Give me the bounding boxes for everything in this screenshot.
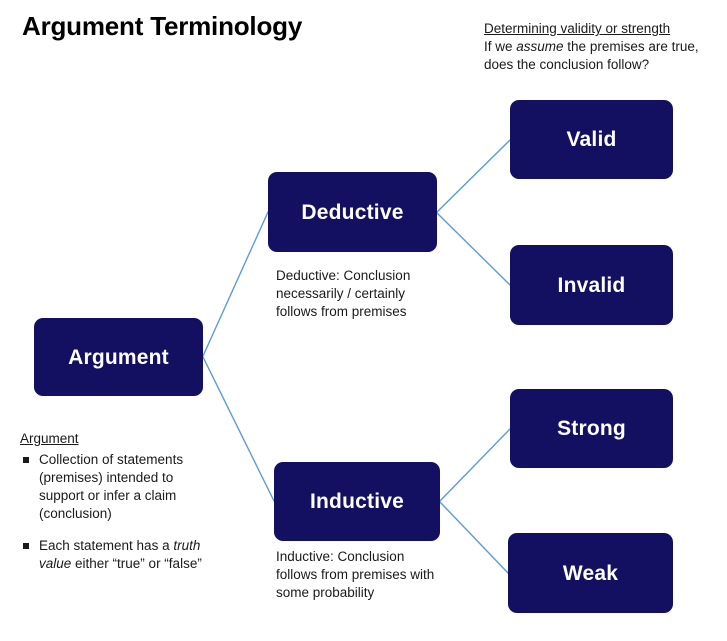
node-deductive-label: Deductive: [301, 200, 404, 224]
node-deductive[interactable]: Deductive: [268, 172, 437, 252]
note-determining-validity: Determining validity or strength If we a…: [484, 20, 724, 73]
list-item: Each statement has a truth value either …: [20, 537, 210, 573]
list-item-emphasis: truth value: [39, 538, 201, 572]
node-valid[interactable]: Valid: [510, 100, 673, 179]
argument-definition-list: Collection of statements (premises) inte…: [20, 451, 210, 573]
edge-inductive-strong: [439, 428, 511, 502]
note-validity-line2-before: If we: [484, 38, 517, 54]
node-inductive-label: Inductive: [310, 490, 404, 513]
square-bullet-icon: [23, 457, 29, 464]
list-item-text: Collection of statements (premises) inte…: [39, 452, 184, 522]
square-bullet-icon: [23, 543, 29, 550]
node-argument[interactable]: Argument: [34, 318, 203, 396]
list-item-text-before: Each statement has a: [39, 538, 174, 554]
list-item-text: Each statement has a truth value either …: [39, 538, 202, 571]
edge-argument-inductive: [202, 356, 275, 502]
page-title: Argument Terminology: [22, 11, 303, 41]
argument-definition-heading: Argument: [20, 431, 79, 446]
node-inductive[interactable]: Inductive: [274, 462, 440, 541]
note-validity-body: If we assume the premises are true, does…: [484, 38, 724, 74]
note-validity-heading: Determining validity or strength: [484, 21, 671, 36]
node-strong[interactable]: Strong: [510, 389, 673, 468]
node-invalid-label: Invalid: [557, 273, 626, 297]
node-valid-label: Valid: [566, 128, 617, 151]
list-item-text-after: either “true” or “false”: [71, 556, 202, 572]
node-invalid[interactable]: Invalid: [510, 245, 673, 325]
node-weak-label: Weak: [562, 561, 619, 585]
edge-inductive-weak: [439, 501, 509, 574]
node-strong-label: Strong: [557, 417, 626, 440]
node-weak[interactable]: Weak: [508, 533, 673, 613]
edge-argument-deductive: [202, 211, 269, 357]
node-argument-label: Argument: [68, 345, 169, 369]
edge-deductive-valid: [436, 139, 511, 213]
note-inductive-caption: Inductive: Conclusion follows from premi…: [276, 549, 435, 600]
argument-definition-block: Argument Collection of statements (premi…: [20, 430, 210, 574]
list-item: Collection of statements (premises) inte…: [20, 451, 210, 523]
note-deductive-caption: Deductive: Conclusion necessarily / cert…: [276, 268, 411, 319]
note-validity-line2-after: the premises are true,: [563, 38, 699, 54]
edge-deductive-invalid: [436, 212, 511, 286]
note-validity-emphasis: assume: [516, 38, 564, 54]
note-validity-line3: does the conclusion follow?: [484, 56, 650, 72]
